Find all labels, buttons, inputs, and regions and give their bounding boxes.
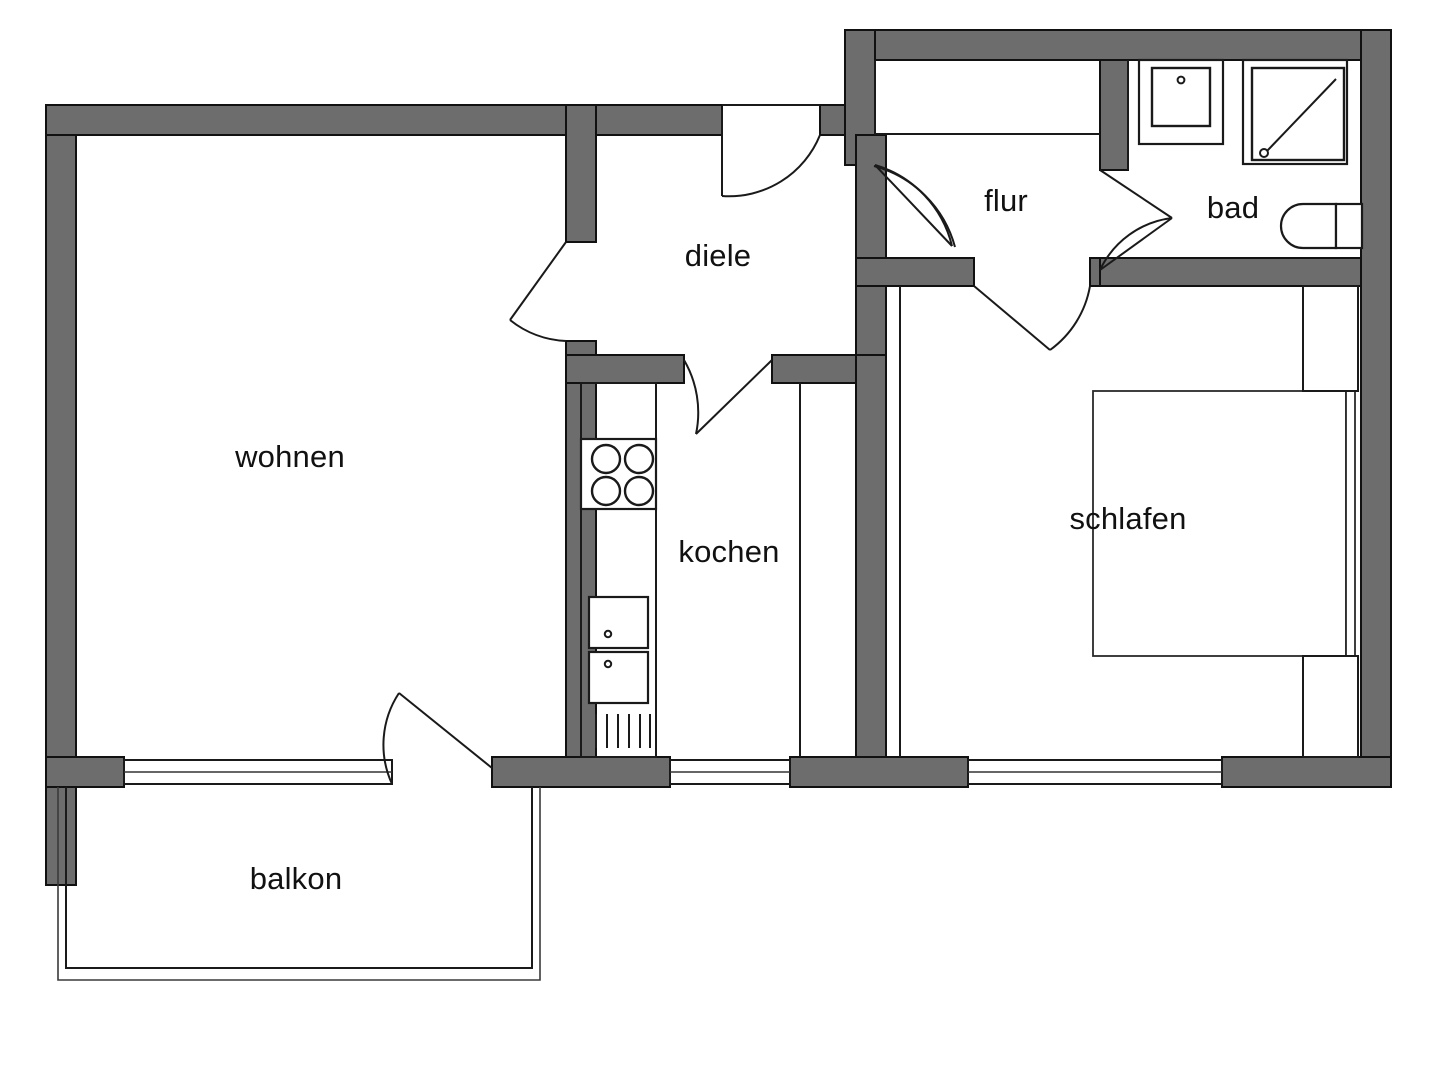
room-label-balkon: balkon	[250, 861, 343, 896]
wall-interior-kochen-top-right	[771, 354, 857, 384]
schlafen-furniture-group	[1092, 285, 1359, 758]
wall-exterior-top-right	[844, 29, 1392, 61]
balkon-door	[382, 692, 493, 785]
schlafen-door	[973, 285, 1091, 351]
kitchen-counter	[580, 382, 657, 758]
wall-exterior-bottom-right	[1221, 756, 1392, 788]
shelf-upper	[1302, 285, 1359, 392]
room-outlines-group	[799, 60, 1129, 757]
wall-exterior-bottom-mid	[789, 756, 969, 788]
window-wohnen	[123, 759, 393, 785]
room-label-flur: flur	[984, 183, 1028, 218]
wall-interior-wohnen-diele-upper	[565, 104, 597, 243]
toilet-icon	[1279, 202, 1364, 250]
room-labels-group: wohnen diele flur bad kochen schlafen ba…	[234, 183, 1259, 896]
wall-interior-bad-bottom	[1099, 257, 1362, 287]
kochen-door	[683, 359, 773, 435]
wall-exterior-right	[1360, 29, 1392, 761]
cooktop-icon	[579, 437, 658, 511]
wall-interior-flur-bad	[1099, 59, 1129, 171]
wall-interior-kochen-schlafen-lower	[855, 354, 887, 758]
balkon-group	[57, 787, 541, 981]
wall-exterior-bottom-kochen	[491, 756, 671, 788]
balkon-railing	[57, 787, 541, 981]
balkon-outline	[65, 787, 533, 969]
wall-interior-kochen-top	[565, 354, 685, 384]
kochen-fixtures-group	[579, 382, 658, 758]
room-label-kochen: kochen	[678, 534, 779, 569]
flur-door-leaf	[873, 165, 956, 248]
wall-exterior-bottom-wohnen-left	[45, 756, 125, 788]
window-schlafen	[967, 759, 1223, 785]
wohnen-door	[509, 241, 567, 342]
room-label-schlafen: schlafen	[1069, 501, 1186, 536]
bad-fixtures-group	[1137, 58, 1364, 250]
sink-basin-lower-icon	[587, 650, 650, 705]
doors-group	[382, 104, 1173, 785]
bed-headboard	[1345, 390, 1356, 657]
room-label-bad: bad	[1207, 190, 1259, 225]
washbasin-icon	[1137, 58, 1225, 146]
walls-group	[45, 29, 1392, 886]
wall-interior-flur-bottom-left	[855, 257, 975, 287]
outline-flur-alcove	[874, 60, 1100, 135]
wall-exterior-top-left	[45, 104, 723, 136]
shelf-lower	[1302, 655, 1359, 758]
shower-icon	[1241, 58, 1349, 166]
room-label-diele: diele	[685, 238, 752, 273]
window-kochen	[669, 759, 791, 785]
windows-group	[123, 759, 1223, 785]
radiator-icon	[595, 714, 651, 748]
sink-basin-upper-icon	[587, 595, 650, 650]
entrance-door	[721, 104, 821, 198]
bad-door	[1099, 169, 1173, 271]
room-label-wohnen: wohnen	[234, 439, 345, 474]
